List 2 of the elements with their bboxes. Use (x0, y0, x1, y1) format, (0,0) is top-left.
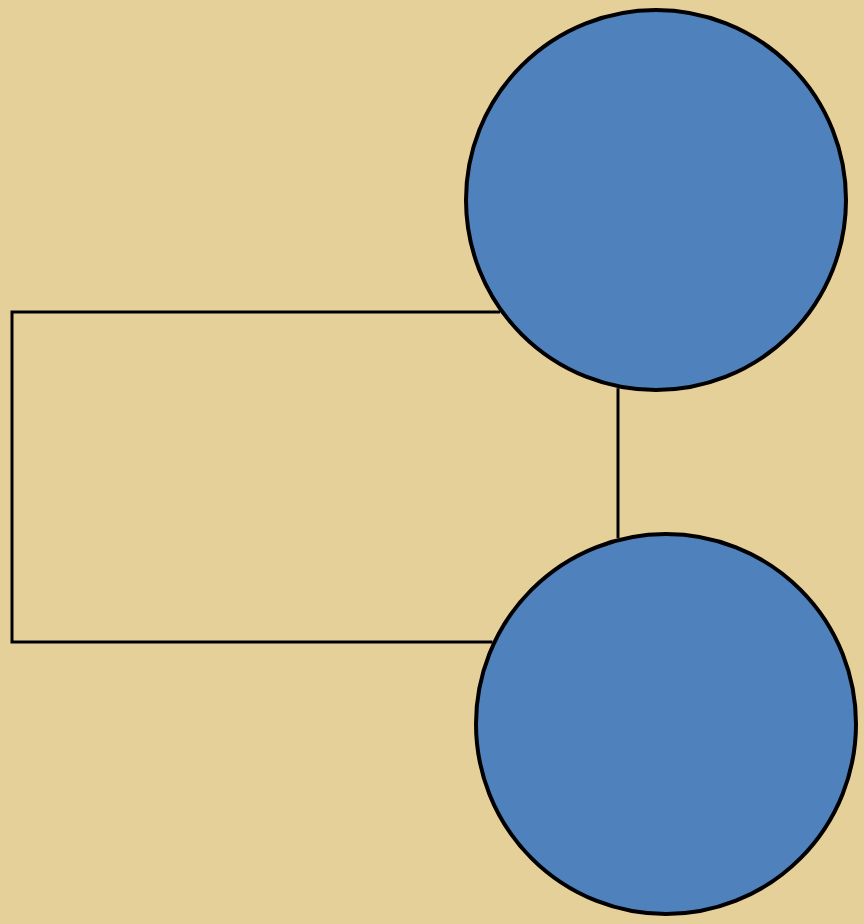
connector-line (616, 388, 620, 539)
connector-line (10, 310, 501, 644)
